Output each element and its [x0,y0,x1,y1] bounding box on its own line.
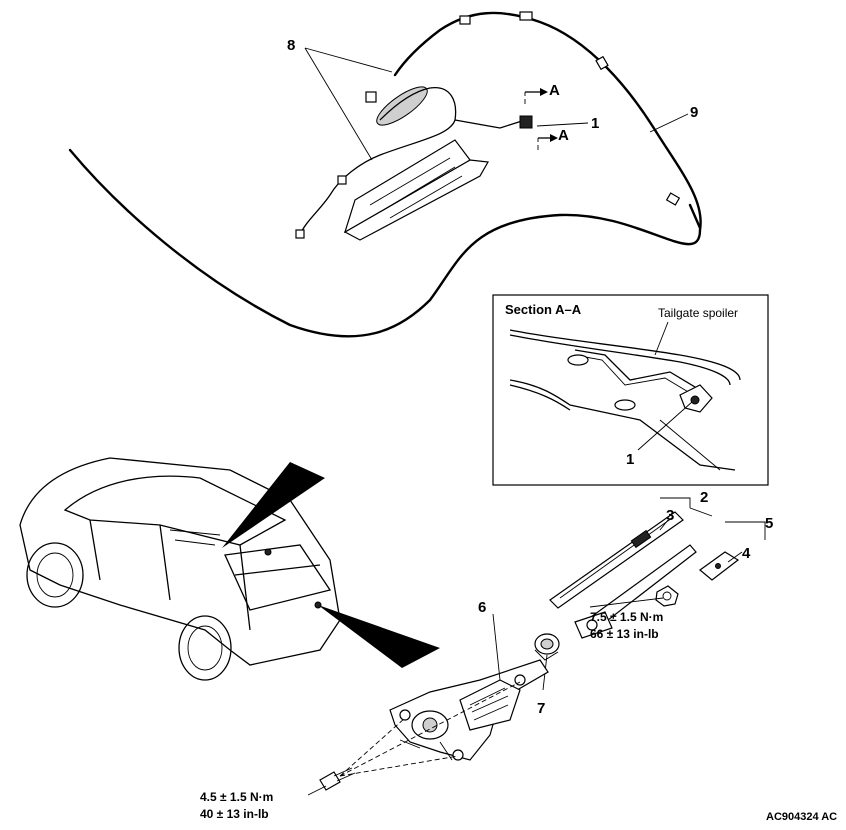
wiper-blade-3 [549,511,684,609]
wiper-arm-2 [574,544,697,639]
callout-3: 3 [666,507,674,524]
section-a-a-box [492,294,769,486]
pointer-wedge-upper [222,462,325,548]
torque-lower-metric: 4.5 ± 1.5 N·m [200,790,273,804]
leader-1-section [637,401,693,451]
section-arrow-a-top: A [549,82,560,99]
leader-4 [727,551,743,563]
bracket-2 [660,497,713,517]
callout-1-section: 1 [626,451,634,468]
callout-8: 8 [287,37,295,54]
washer-hose [68,11,702,338]
bracket-5 [725,521,766,540]
leader-6 [492,613,501,681]
callout-6: 6 [478,599,486,616]
leader-torque-lower [307,785,327,796]
section-arrow-markers [524,88,558,150]
wiper-cap-4 [699,551,740,581]
bolt-path-2 [339,755,459,777]
bolt-path-3 [339,681,521,777]
vehicle-outline [19,457,341,681]
callout-2: 2 [700,489,708,506]
stop-lamp-assembly [295,86,533,241]
leader-9 [649,113,689,133]
leader-3 [659,519,669,531]
callout-4: 4 [742,545,751,562]
section-arrow-a-bottom: A [558,127,569,144]
bolt-path-1 [339,717,406,777]
torque-upper-imperial: 66 ± 13 in-lb [590,627,659,641]
figure-id: AC904324 AC [766,811,837,823]
leader-spoiler [654,321,669,356]
pointer-wedge-lower [318,605,440,668]
callout-7: 7 [537,700,545,717]
wiper-motor-6 [389,659,549,761]
grommet-7 [534,633,560,661]
leader-8a [304,47,393,73]
torque-upper-metric: 7.5 ± 1.5 N·m [590,610,663,624]
leader-1 [536,122,589,127]
wiper-arm-nut [655,585,679,607]
section-title: Section A–A [505,302,582,317]
leader-torque-upper [589,597,664,608]
tailgate-spoiler-callout: Tailgate spoiler [658,306,738,320]
torque-lower-imperial: 40 ± 13 in-lb [200,807,269,821]
callout-1: 1 [591,115,599,132]
leader-8b [304,47,373,161]
callout-5: 5 [765,515,773,532]
callout-9: 9 [690,104,698,121]
